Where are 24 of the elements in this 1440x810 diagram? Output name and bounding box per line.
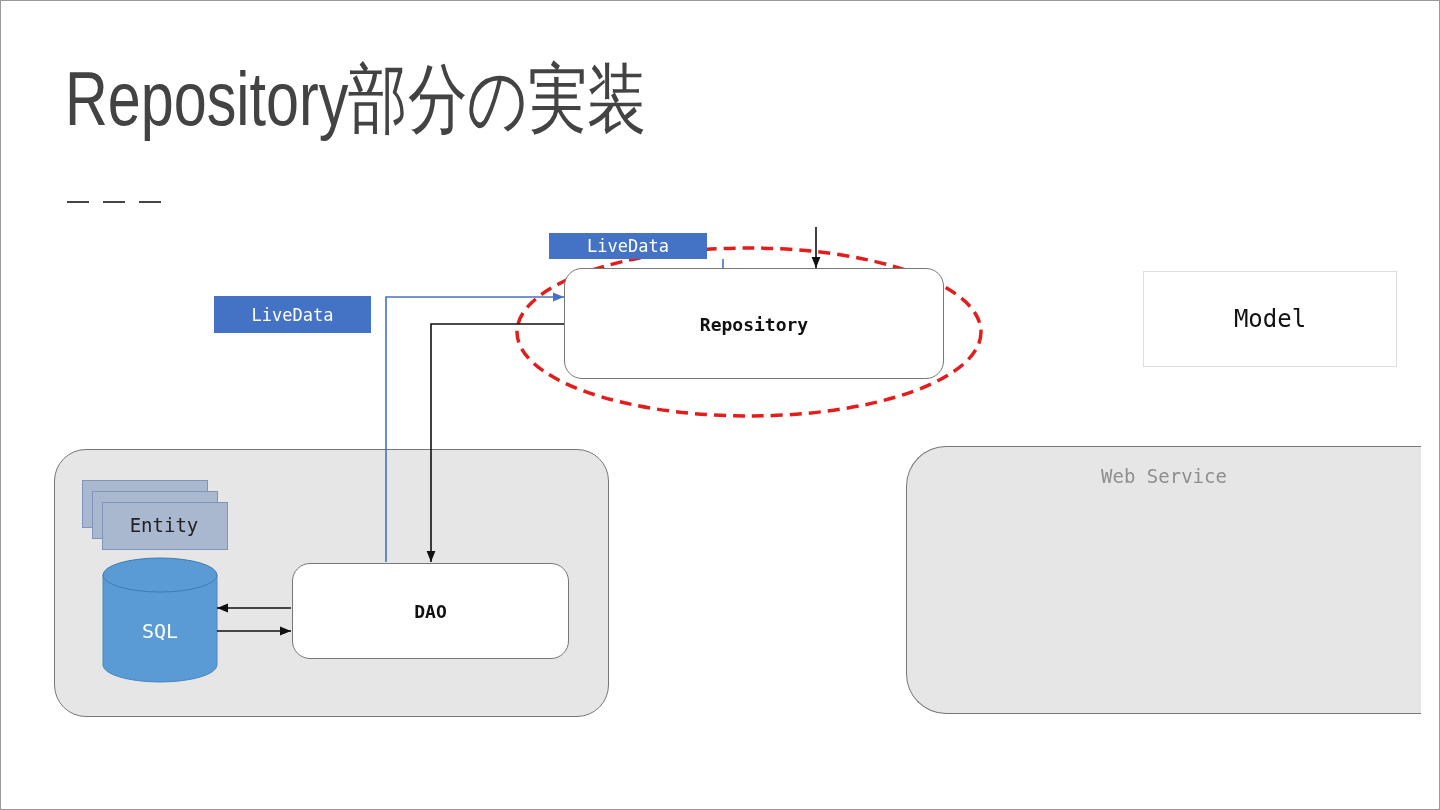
node-label: Model	[1233, 305, 1307, 333]
node-label: Entity	[129, 514, 199, 536]
arrow	[216, 626, 292, 636]
slide-title: Repository部分の実装	[65, 55, 647, 143]
arrow	[426, 323, 565, 563]
data-tag	[549, 233, 707, 259]
process-box	[292, 563, 569, 659]
arrow	[811, 226, 821, 269]
data-tag	[214, 296, 371, 333]
service-panel	[906, 446, 1421, 714]
node-label: SQL	[141, 619, 179, 643]
connector-line	[722, 258, 724, 269]
group-panel	[54, 449, 609, 717]
repository-box	[564, 268, 944, 379]
arrow	[385, 292, 565, 563]
database-cylinder	[102, 557, 218, 683]
stacked-cards	[82, 480, 228, 550]
panel-title: Web Service	[1101, 465, 1227, 487]
tag-label: LiveData	[587, 236, 669, 256]
arrow	[216, 603, 292, 613]
node-label: DAO	[414, 600, 447, 622]
tag-label: LiveData	[251, 304, 334, 325]
node-label: Repository	[699, 313, 809, 334]
model-box	[1143, 271, 1397, 367]
